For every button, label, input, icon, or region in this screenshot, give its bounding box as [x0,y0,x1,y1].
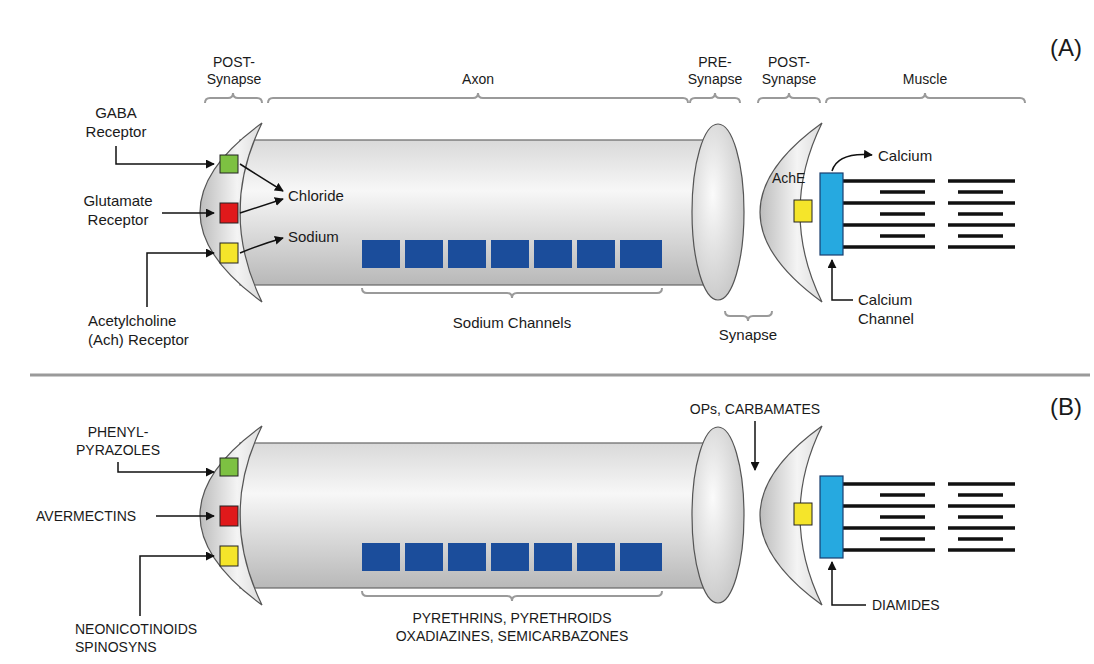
channel-label: Sodium Channels [453,313,571,332]
receptor-label: Acetylcholine (Ach) Receptor [88,311,216,349]
nerve-illustration [200,123,1015,302]
flow-arrow [832,155,872,171]
bracket [690,93,740,103]
insecticide-label: PYRETHRINS, PYRETHROIDS OXADIAZINES, SEM… [362,609,662,645]
region-label: Synapse [719,325,777,344]
insecticide-label: PHENYL- PYRAZOLES [76,423,160,459]
channel-label: Calcium Channel [858,290,914,328]
ion-label: Calcium [878,146,932,165]
leader-arrow [754,421,756,470]
receptor-label: Glutamate Receptor [83,191,152,229]
bracket [826,93,1025,103]
leader-arrow [156,515,214,517]
leader-arrow [832,260,853,300]
bracket [725,311,772,321]
leader-arrow [118,462,214,472]
bracket [205,93,262,103]
insecticide-label: OPs, CARBAMATES [690,400,820,418]
receptor-label: GABA Receptor [86,103,147,141]
insecticide-label: AVERMECTINS [36,507,136,525]
panel-letter: (A) [1050,34,1082,62]
leader-arrow [116,146,214,164]
leader-arrow [147,253,214,307]
leader-lines [118,421,866,616]
panel-letter: (B) [1050,393,1082,421]
nerve-illustration [200,426,1015,605]
panel-divider [30,374,1090,377]
bracket [268,93,688,103]
leader-arrow [832,562,866,605]
leader-arrow [162,212,214,214]
insecticide-label: DIAMIDES [872,596,940,614]
flow-arrow [240,238,283,253]
region-label: Muscle [903,71,947,88]
region-label: POST- Synapse [762,54,816,88]
ion-label: Sodium [288,227,339,246]
ion-label: Chloride [288,186,344,205]
region-label: POST- Synapse [207,54,261,88]
leader-arrow [140,556,214,616]
enzyme-label: AchE [772,170,805,187]
leader-lines [116,146,872,307]
insecticide-label: NEONICOTINOIDS SPINOSYNS [75,620,225,656]
region-label: Axon [462,71,494,88]
region-label: PRE- Synapse [688,54,742,88]
flow-arrow [240,164,283,191]
bracket [758,93,820,103]
flow-arrow [240,199,283,213]
